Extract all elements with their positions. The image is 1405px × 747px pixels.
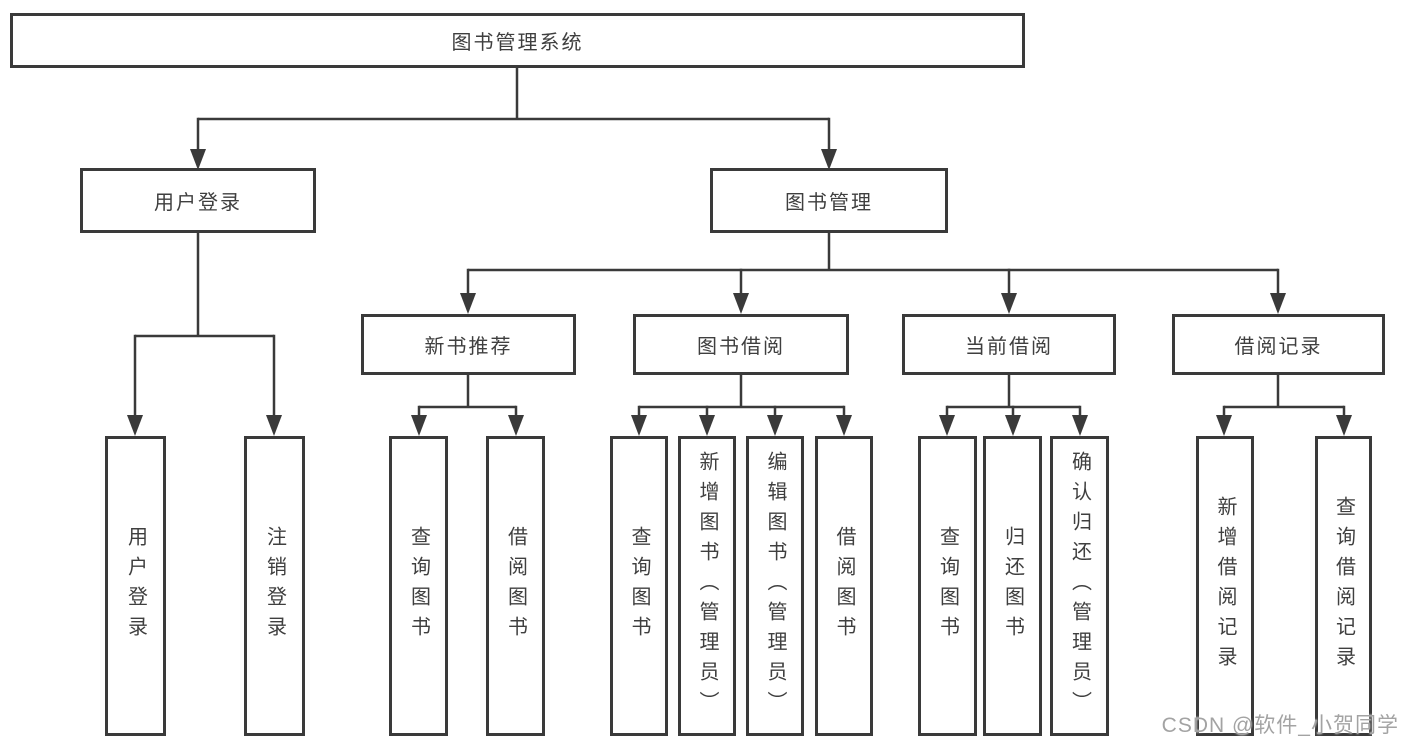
node-current-borrowing: 当前借阅 [902,314,1116,375]
node-library-management-system: 图书管理系统 [10,13,1025,68]
leaf-add-books-admin: 新增图书（管理员） [678,436,736,736]
leaf-label: 借阅图书 [504,526,527,646]
leaf-label: 注销登录 [263,526,286,646]
leaf-query-books-2: 查询图书 [610,436,668,736]
watermark: CSDN @软件_小贺同学 [1161,714,1399,737]
node-user-login: 用户登录 [80,168,316,233]
node-new-book-recommend: 新书推荐 [361,314,576,375]
node-book-borrowing: 图书借阅 [633,314,849,375]
leaf-confirm-return-admin: 确认归还（管理员） [1050,436,1109,736]
leaf-label: 新增图书（管理员） [696,451,718,721]
leaf-borrow-books-1: 借阅图书 [486,436,545,736]
leaf-query-books-1: 查询图书 [389,436,448,736]
leaf-label: 确认归还（管理员） [1068,451,1091,721]
leaf-edit-books-admin: 编辑图书（管理员） [746,436,804,736]
node-borrowing-records: 借阅记录 [1172,314,1385,375]
leaf-label: 查询图书 [936,526,959,646]
leaf-label: 查询图书 [407,526,430,646]
leaf-label: 编辑图书（管理员） [764,451,786,721]
leaf-label: 用户登录 [124,526,147,646]
leaf-label: 查询借阅记录 [1332,496,1355,676]
leaf-return-books: 归还图书 [983,436,1042,736]
leaf-borrow-books-2: 借阅图书 [815,436,873,736]
leaf-query-books-3: 查询图书 [918,436,977,736]
leaf-add-borrow-record: 新增借阅记录 [1196,436,1254,736]
leaf-label: 新增借阅记录 [1214,496,1236,676]
leaf-logout: 注销登录 [244,436,305,736]
leaf-user-login: 用户登录 [105,436,166,736]
leaf-label: 借阅图书 [833,526,855,646]
leaf-query-borrow-record: 查询借阅记录 [1315,436,1372,736]
node-book-management: 图书管理 [710,168,948,233]
leaf-label: 查询图书 [628,526,650,646]
leaf-label: 归还图书 [1001,526,1024,646]
